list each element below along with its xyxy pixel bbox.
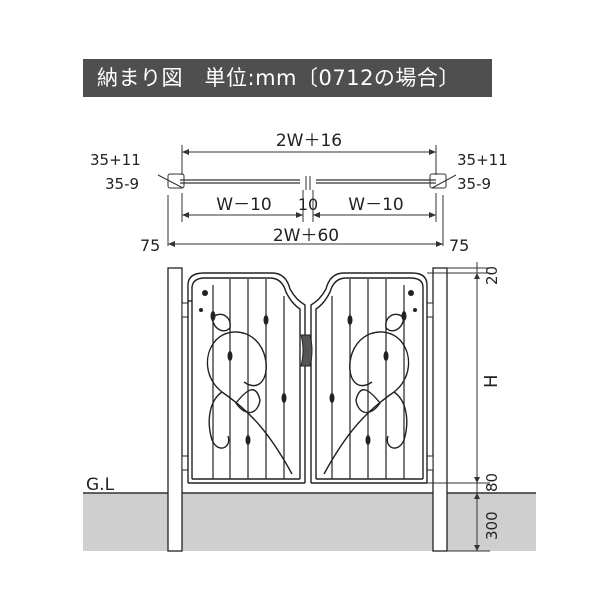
left-pickets	[212, 279, 285, 479]
left-post	[167, 267, 183, 552]
left-gate-leaf	[187, 272, 306, 484]
plan-arrowheads	[168, 149, 443, 247]
title-bar	[83, 59, 492, 97]
vertical-dimensions	[427, 262, 490, 552]
right-scroll-ornament	[323, 313, 410, 475]
right-pickets	[331, 279, 405, 479]
dim-post-left: 75	[140, 236, 160, 255]
dim-right-mid: 35-9	[457, 175, 491, 193]
dim-gap: 10	[298, 195, 318, 214]
ground-line-label: G.L	[86, 475, 115, 495]
right-bead-ornaments	[329, 290, 417, 445]
ground-area	[83, 493, 536, 551]
dim-ground-clearance: 80	[483, 473, 501, 492]
dim-right-top: 35+11	[457, 151, 508, 169]
dim-post-right: 75	[449, 236, 469, 255]
plan-view	[157, 145, 457, 246]
dim-left-top: 35+11	[90, 151, 141, 169]
dim-top-offset: 20	[483, 266, 501, 285]
dim-embed-depth: 300	[483, 511, 501, 540]
dim-leaf-left: W－10	[216, 195, 271, 215]
right-post	[432, 267, 448, 552]
right-gate-leaf	[310, 272, 428, 484]
left-scroll-ornament	[206, 313, 293, 475]
vertical-arrowheads	[474, 273, 480, 551]
dim-bottom-total: 2W＋60	[273, 226, 339, 246]
dim-top-total: 2W＋16	[276, 131, 342, 151]
dim-left-mid: 35-9	[105, 175, 139, 193]
latch-handle	[300, 334, 313, 367]
left-bead-ornaments	[199, 290, 287, 445]
diagram-title: 納まり図 単位:mm〔0712の場合〕	[97, 66, 460, 90]
dim-leaf-right: W－10	[348, 195, 403, 215]
dim-height: H	[481, 374, 502, 388]
elevation-view	[167, 267, 448, 552]
